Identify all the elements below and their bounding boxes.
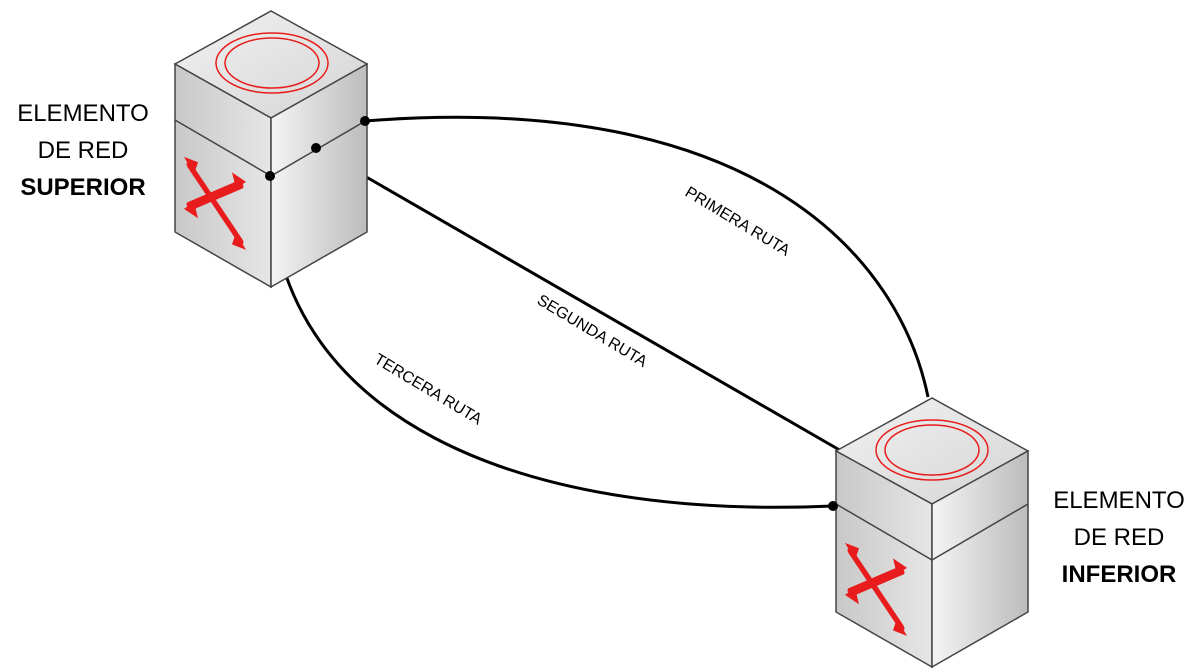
connection-point-third-top [265,171,275,181]
top-node-label-line2: DE RED [37,137,129,164]
route-line-first [364,115,930,398]
bottom-node-label-line1: ELEMENTO [1053,487,1185,514]
route-label-third: TERCERA RUTA [371,351,485,429]
top-node-label: ELEMENTO DE RED SUPERIOR [0,95,166,206]
bottom-network-device [834,397,1030,669]
bottom-node-label-line3: INFERIOR [1061,561,1177,588]
bottom-node-label: ELEMENTO DE RED INFERIOR [1040,482,1198,593]
top-node-label-line3: SUPERIOR [20,174,146,201]
connection-point-third-bottom [828,501,838,511]
top-node-label-line1: ELEMENTO [17,100,149,127]
connection-point-first-top [360,116,370,126]
route-label-first: PRIMERA RUTA [682,184,793,260]
top-network-device [173,10,369,289]
bottom-node-label-line2: DE RED [1073,524,1165,551]
connection-point-second-top [311,143,321,153]
route-line-second [315,146,844,454]
